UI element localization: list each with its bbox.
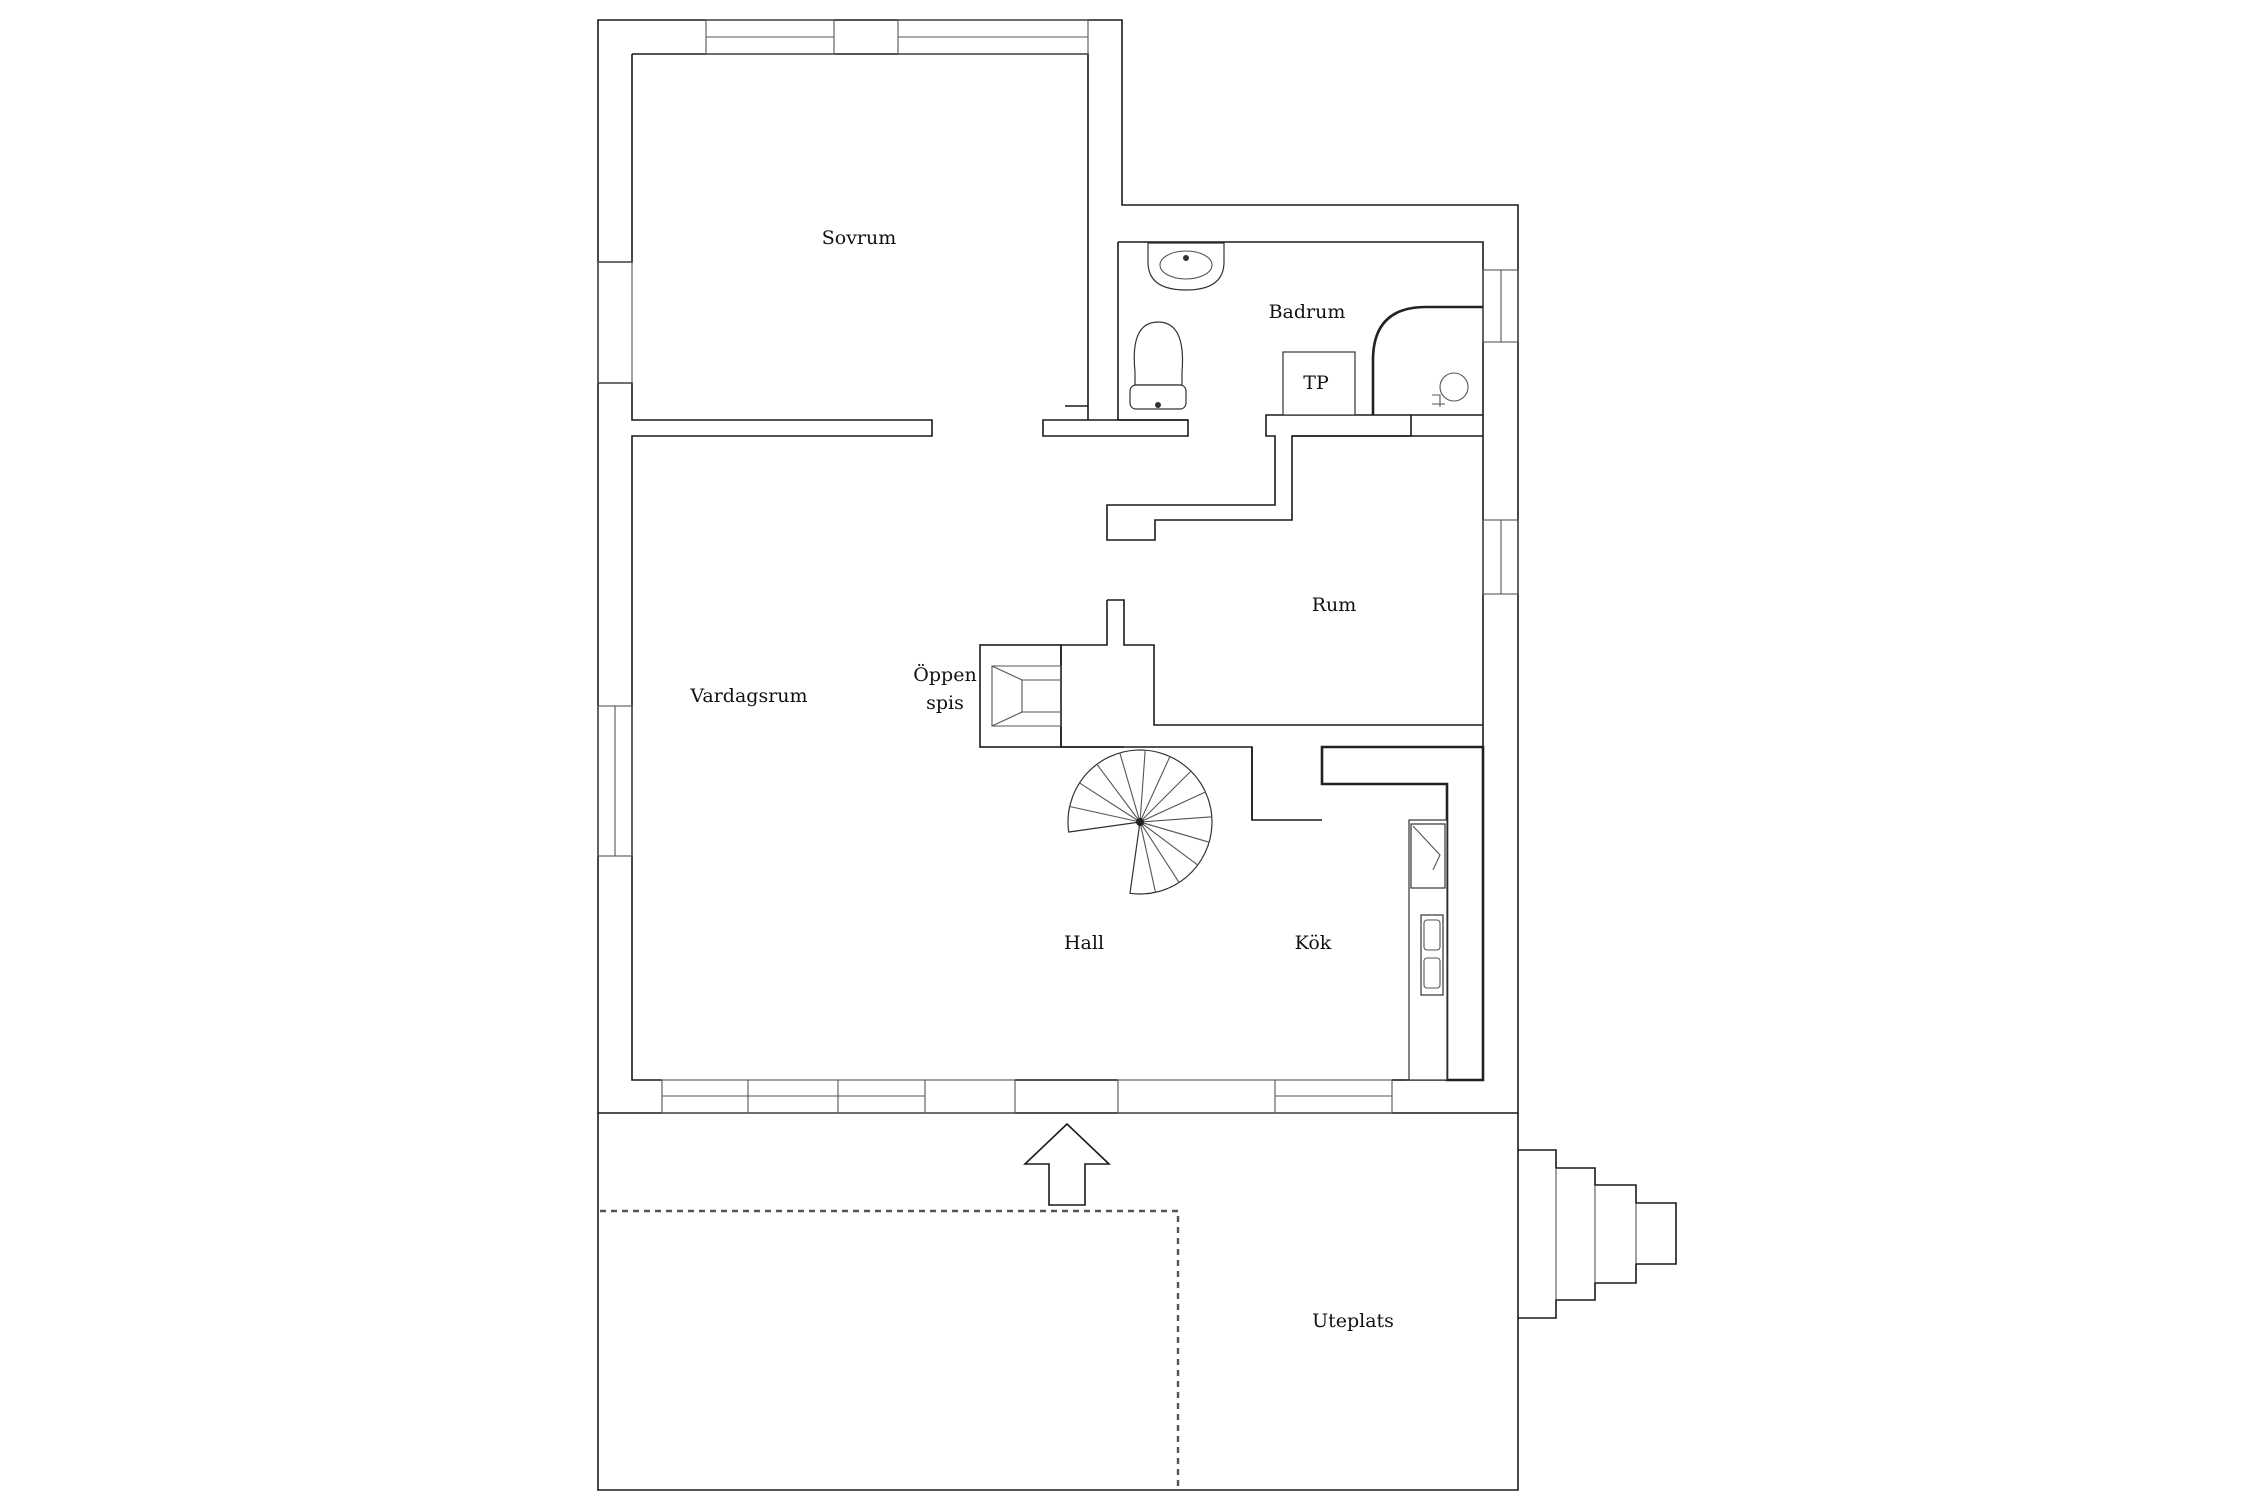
spiral-stair-icon (1067, 749, 1213, 895)
room-label-tp: TP (1303, 372, 1329, 394)
stair-step (1139, 821, 1199, 866)
room-label-vardagsrum: Vardagsrum (689, 685, 807, 707)
room-label-hall: Hall (1064, 932, 1104, 954)
stair-step (1139, 821, 1157, 893)
entrance-arrow-icon (1023, 1122, 1111, 1206)
stair-step (1139, 770, 1192, 823)
stove-icon (1410, 823, 1446, 889)
room-label-oppen: Öppen (913, 663, 976, 686)
windows (597, 19, 1519, 1114)
kitchen-counter (1320, 745, 1485, 1082)
toilet-icon (1129, 321, 1187, 410)
stair-step (1119, 752, 1141, 823)
sink-icon (1147, 242, 1225, 291)
stair-step (1139, 750, 1146, 823)
room-label-rum: Rum (1312, 594, 1357, 616)
stair-step (1139, 756, 1171, 823)
stair-step (1079, 782, 1141, 823)
tp-box (1282, 351, 1356, 416)
outer-walls (597, 19, 1519, 1114)
terrace (597, 1113, 1677, 1491)
stair-step (1139, 816, 1212, 823)
room-label-badrum: Badrum (1269, 301, 1346, 323)
fireplace-icon (991, 665, 1062, 727)
stair-step (1096, 763, 1141, 823)
interior-walls (979, 414, 1483, 821)
stair-step (1139, 821, 1210, 843)
shower-icon (1371, 305, 1483, 415)
stair-step (1139, 821, 1180, 883)
stair-step (1139, 791, 1206, 823)
room-label-sovrum: Sovrum (822, 227, 897, 249)
room-label-spis: spis (926, 692, 964, 714)
room-label-kok: Kök (1295, 932, 1332, 954)
kitchen-sink-icon (1420, 914, 1444, 996)
stair-step (1069, 805, 1141, 823)
room-label-uteplats: Uteplats (1312, 1310, 1394, 1332)
stair-center (1136, 818, 1144, 826)
